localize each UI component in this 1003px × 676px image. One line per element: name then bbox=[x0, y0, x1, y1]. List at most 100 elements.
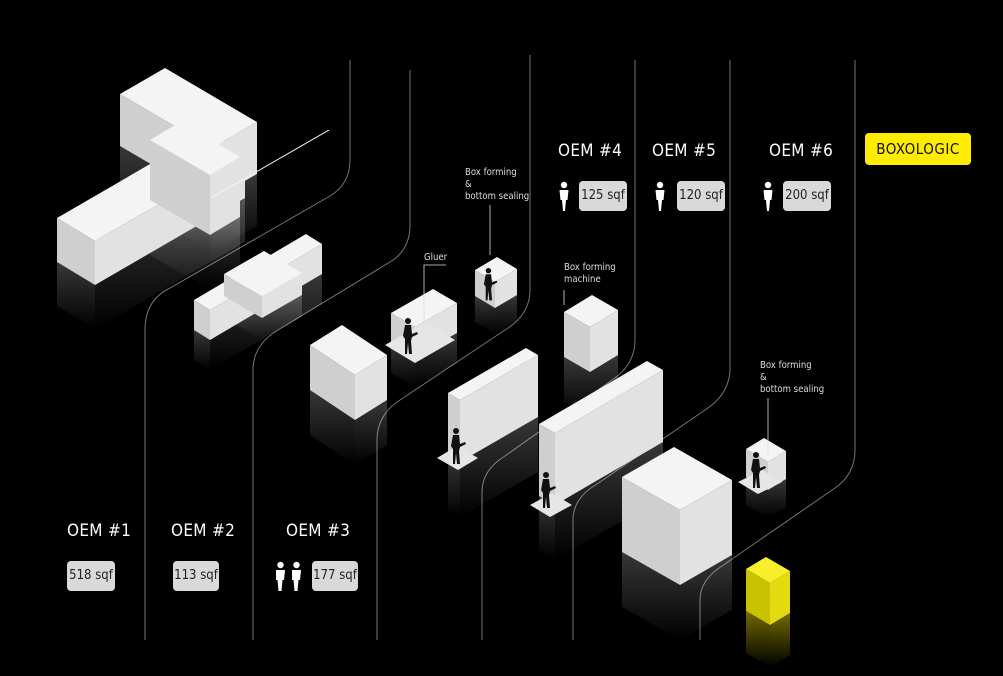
top-face bbox=[746, 438, 786, 462]
left-face bbox=[310, 345, 355, 420]
reflection bbox=[57, 262, 95, 329]
machines bbox=[57, 68, 790, 625]
oem-2-title: OEM #2 bbox=[171, 521, 236, 541]
operator-silhouette-icon bbox=[403, 318, 418, 354]
gluer-mat bbox=[385, 322, 455, 363]
right-face bbox=[590, 310, 618, 372]
mat bbox=[530, 493, 572, 517]
pointer-line bbox=[423, 264, 446, 330]
reflection bbox=[310, 390, 355, 465]
note-line: Box forming bbox=[760, 360, 812, 371]
right-face bbox=[210, 157, 240, 235]
note-line: & bbox=[760, 372, 767, 383]
left-face bbox=[564, 312, 590, 372]
left-face bbox=[622, 477, 680, 585]
top-face bbox=[310, 325, 387, 375]
reflection bbox=[355, 400, 387, 465]
body bbox=[483, 274, 498, 301]
head bbox=[453, 428, 459, 434]
reflection bbox=[475, 296, 495, 334]
oem-1-cross-center bbox=[150, 122, 240, 235]
top-face bbox=[746, 557, 790, 583]
note-line: Box forming bbox=[564, 262, 616, 273]
oem-6-machine bbox=[622, 447, 732, 585]
left-face bbox=[57, 218, 95, 285]
left-face bbox=[746, 569, 770, 625]
two-person-icon bbox=[276, 561, 301, 591]
box-forming-machine bbox=[564, 295, 618, 372]
oem-1-area-badge: 518 sqf bbox=[67, 561, 115, 591]
top-face bbox=[539, 361, 663, 433]
head bbox=[753, 452, 759, 458]
head bbox=[543, 472, 549, 478]
body bbox=[541, 479, 556, 508]
note-line: & bbox=[465, 179, 472, 190]
oem-3-area-badge: 177 sqf bbox=[312, 561, 358, 591]
oem-6-title: OEM #6 bbox=[769, 141, 834, 161]
oem-2-area-badge: 113 sqf bbox=[173, 561, 219, 591]
connector-line bbox=[144, 60, 351, 640]
seam bbox=[210, 130, 330, 198]
reflection bbox=[746, 611, 770, 667]
note-line: bottom sealing bbox=[760, 384, 825, 395]
right-face bbox=[262, 273, 302, 318]
reflection bbox=[622, 552, 680, 640]
note-box-forming-bottom-sealing-2: Box forming & bottom sealing bbox=[760, 360, 824, 396]
body bbox=[751, 459, 766, 488]
note-gluer: Gluer bbox=[424, 252, 447, 264]
oem-5-title: OEM #5 bbox=[652, 141, 717, 161]
oem-4-area-badge: 125 sqf bbox=[579, 181, 627, 211]
top-face bbox=[210, 130, 330, 198]
mat bbox=[738, 470, 782, 494]
right-face bbox=[555, 370, 663, 505]
oem-3-title: OEM #3 bbox=[286, 521, 351, 541]
oem-1-title: OEM #1 bbox=[67, 521, 132, 541]
reflection bbox=[262, 295, 302, 340]
head bbox=[405, 318, 411, 324]
right-face bbox=[770, 571, 790, 625]
annotation-pointers bbox=[423, 205, 769, 455]
right-face bbox=[355, 355, 387, 420]
note-line: Gluer bbox=[424, 252, 448, 263]
operator-silhouette-icon bbox=[483, 268, 498, 301]
right-face bbox=[680, 480, 732, 585]
reflection bbox=[448, 455, 460, 517]
top-face bbox=[120, 68, 257, 148]
oem-3-box bbox=[310, 325, 387, 420]
top-face bbox=[448, 348, 538, 400]
note-line: Box forming bbox=[465, 167, 517, 178]
operator-silhouette-icon bbox=[451, 428, 466, 464]
reflection bbox=[768, 479, 786, 518]
reflection bbox=[194, 330, 210, 370]
reflection bbox=[415, 333, 457, 387]
person-icon bbox=[655, 181, 665, 211]
left-face bbox=[224, 274, 262, 318]
top-face bbox=[564, 295, 618, 327]
top-face bbox=[622, 447, 732, 510]
top-face bbox=[224, 251, 302, 296]
reflection bbox=[770, 613, 790, 667]
oem-5-machine bbox=[539, 361, 663, 505]
operator-silhouette-icon bbox=[541, 472, 556, 508]
top-face bbox=[150, 122, 240, 175]
boxologic-brand-badge: BOXOLOGIC bbox=[865, 133, 971, 165]
left-face bbox=[194, 300, 210, 340]
reflection bbox=[460, 417, 538, 517]
right-face bbox=[460, 355, 538, 462]
body bbox=[451, 435, 466, 464]
note-box-forming-machine: Box forming machine bbox=[564, 262, 616, 286]
oem-5-area-badge: 120 sqf bbox=[677, 181, 725, 211]
person-icon bbox=[763, 181, 773, 211]
boxologic-cube bbox=[746, 557, 790, 625]
connector-line bbox=[252, 70, 411, 640]
person-icon bbox=[559, 181, 569, 211]
left-face bbox=[150, 140, 210, 235]
reflection bbox=[680, 555, 732, 640]
workers bbox=[403, 268, 766, 508]
note-line: bottom sealing bbox=[465, 191, 530, 202]
operator-silhouette-icon bbox=[751, 452, 766, 488]
oem-4-title: OEM #4 bbox=[558, 141, 623, 161]
head bbox=[485, 268, 492, 274]
